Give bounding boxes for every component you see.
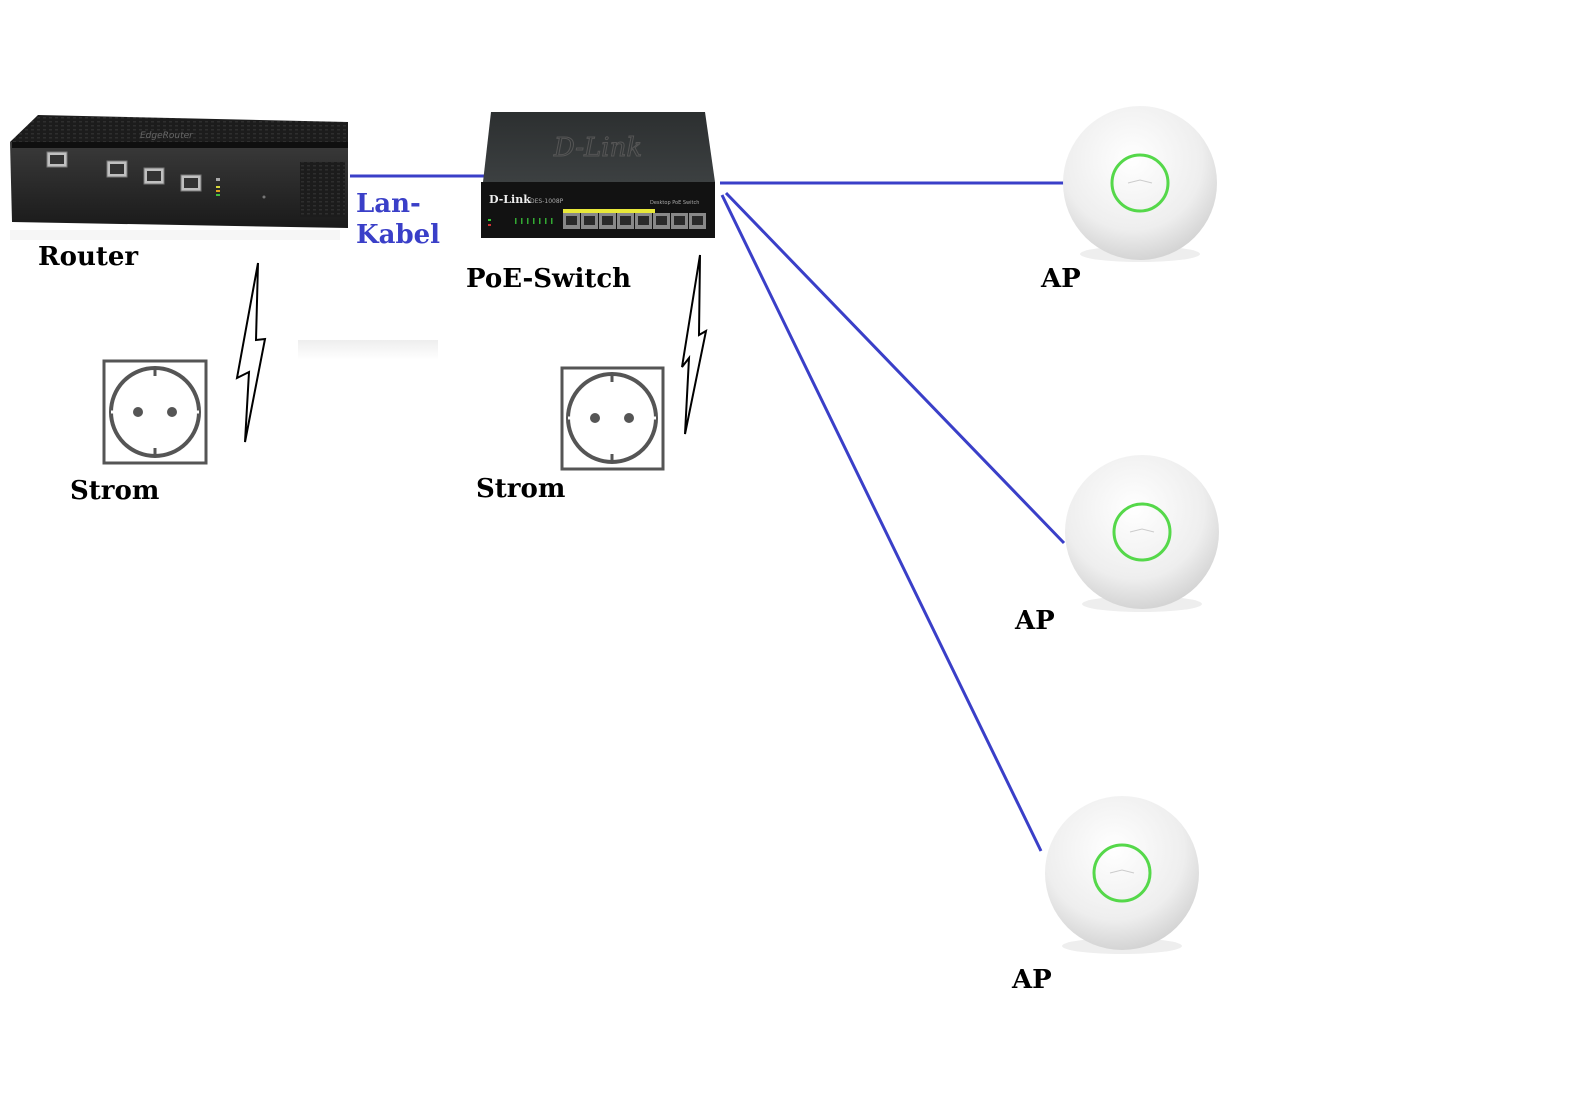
svg-text:Desktop PoE Switch: Desktop PoE Switch (650, 200, 699, 206)
power-bolt-router (235, 262, 267, 443)
outlet-switch-label: Strom (476, 474, 566, 504)
outlet-router-label: Strom (70, 476, 160, 506)
svg-text:DES-1008P: DES-1008P (530, 198, 564, 205)
router-icon: EdgeRouter (10, 115, 438, 360)
svg-text:EdgeRouter: EdgeRouter (140, 131, 194, 141)
svg-text:D-Link: D-Link (553, 133, 642, 163)
access-point-1 (1063, 106, 1217, 262)
cables (350, 174, 1066, 852)
lan-cable-label-line1: Lan- (356, 189, 421, 219)
access-point-2 (1065, 455, 1219, 612)
switch-icon: D-Link D-Link DES-1008P Desktop PoE Swit… (481, 112, 715, 238)
power-bolt-switch (681, 254, 708, 435)
ap1-label: AP (1041, 264, 1081, 294)
power-outlet-router (102, 359, 208, 465)
ap3-label: AP (1012, 965, 1052, 995)
ap2-label: AP (1015, 606, 1055, 636)
lan-cable-switch-ap3 (720, 194, 1043, 852)
access-point-3 (1045, 796, 1199, 954)
svg-text:D-Link: D-Link (489, 193, 531, 206)
switch-label: PoE-Switch (466, 264, 632, 294)
power-outlet-switch (560, 366, 665, 471)
router-label: Router (38, 242, 139, 272)
lan-cable-label-line2: Kabel (356, 220, 441, 250)
lan-cable-switch-ap2 (724, 191, 1066, 545)
